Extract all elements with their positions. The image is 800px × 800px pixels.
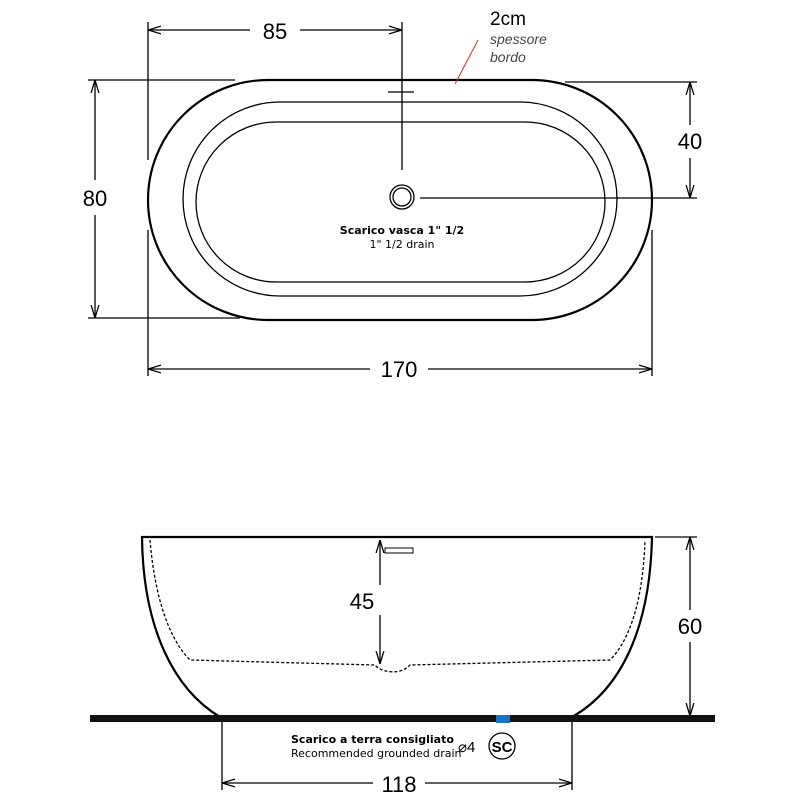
tub-rim-inner: [182, 101, 618, 297]
sc-badge: SC: [492, 739, 513, 756]
drain-icon: [389, 184, 415, 210]
rim-leader-line: [454, 39, 479, 85]
dim-inner-depth: 45: [350, 589, 374, 614]
tub-outer-outline: [146, 78, 654, 322]
dim-drain-offset: 40: [678, 129, 702, 154]
floor-drain-label-it: Scarico a terra consigliato: [291, 733, 454, 746]
drain-diameter: ⌀4: [458, 739, 475, 756]
floor-line: [90, 715, 715, 722]
drain-label-it: Scarico vasca 1" 1/2: [340, 224, 464, 237]
rim-label-2: bordo: [490, 49, 526, 65]
side-view: 45 60 118 Scarico a terra consigliato Re…: [90, 535, 715, 797]
sc-badge-icon: [488, 732, 516, 760]
dim-height: 60: [678, 614, 702, 639]
dim-base: 118: [381, 772, 416, 797]
dim-length: 170: [381, 357, 418, 382]
tub-side-outline: [140, 535, 654, 719]
tub-basin: [195, 121, 606, 283]
floor-drain-marker: [496, 715, 510, 723]
overflow-mark: [384, 547, 414, 554]
dim-half-length: 85: [263, 19, 287, 44]
drain-label-en: 1" 1/2 drain: [369, 238, 434, 251]
tub-inner-profile: [149, 539, 646, 673]
rim-label-1: spessore: [490, 31, 547, 47]
floor-drain-label-en: Recommended grounded drain: [291, 747, 462, 760]
rim-thickness: 2cm: [490, 9, 526, 30]
dim-width: 80: [83, 186, 107, 211]
top-view: 85 80 40 170 2cm spessore bordo Scarico …: [83, 9, 702, 382]
